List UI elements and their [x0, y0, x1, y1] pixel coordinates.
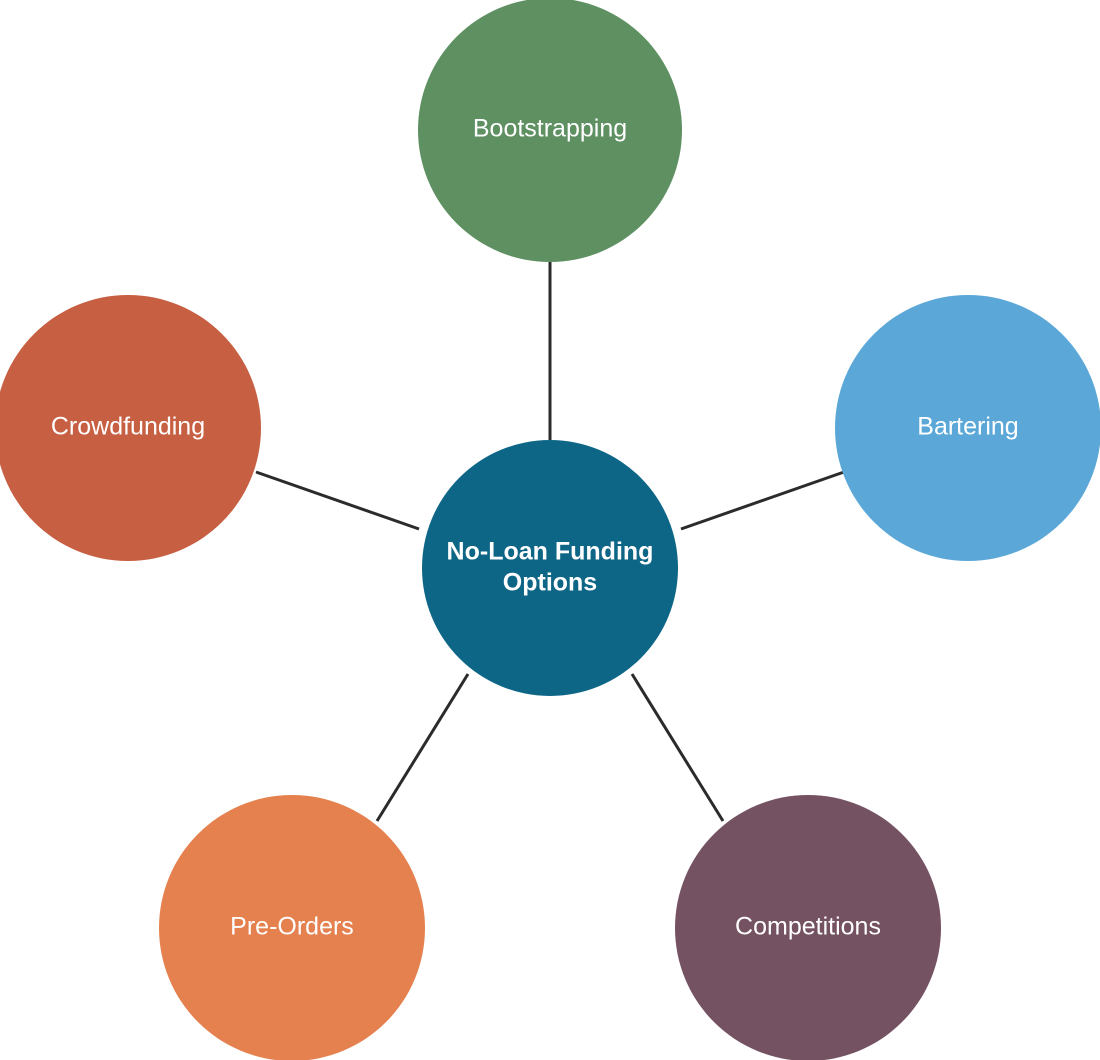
node-label-pre-orders: Pre-Orders	[230, 913, 354, 941]
node-label-bartering: Bartering	[917, 413, 1018, 441]
edge-center-competitions	[630, 673, 725, 822]
node-circle-competitions[interactable]	[675, 795, 941, 1060]
central-label-line-2: Options	[503, 568, 597, 596]
edges-layer	[255, 262, 845, 822]
central-label-line-1: No-Loan Funding	[447, 537, 654, 565]
node-circle-no-loan-funding-options[interactable]	[422, 440, 678, 696]
node-bartering[interactable]: Bartering	[835, 295, 1100, 561]
node-pre-orders[interactable]: Pre-Orders	[159, 795, 425, 1060]
node-circle-crowdfunding[interactable]	[0, 295, 261, 561]
edge-center-pre-orders	[375, 673, 470, 822]
node-label-bootstrapping: Bootstrapping	[473, 115, 627, 143]
node-circle-bartering[interactable]	[835, 295, 1100, 561]
edge-center-bartering	[680, 470, 845, 531]
node-label-competitions: Competitions	[735, 913, 881, 941]
node-bootstrapping[interactable]: Bootstrapping	[418, 0, 682, 262]
node-circle-bootstrapping[interactable]	[418, 0, 682, 262]
node-competitions[interactable]: Competitions	[675, 795, 941, 1060]
node-label-crowdfunding: Crowdfunding	[51, 413, 205, 441]
node-crowdfunding[interactable]: Crowdfunding	[0, 295, 261, 561]
node-circle-pre-orders[interactable]	[159, 795, 425, 1060]
edge-center-crowdfunding	[255, 470, 420, 531]
